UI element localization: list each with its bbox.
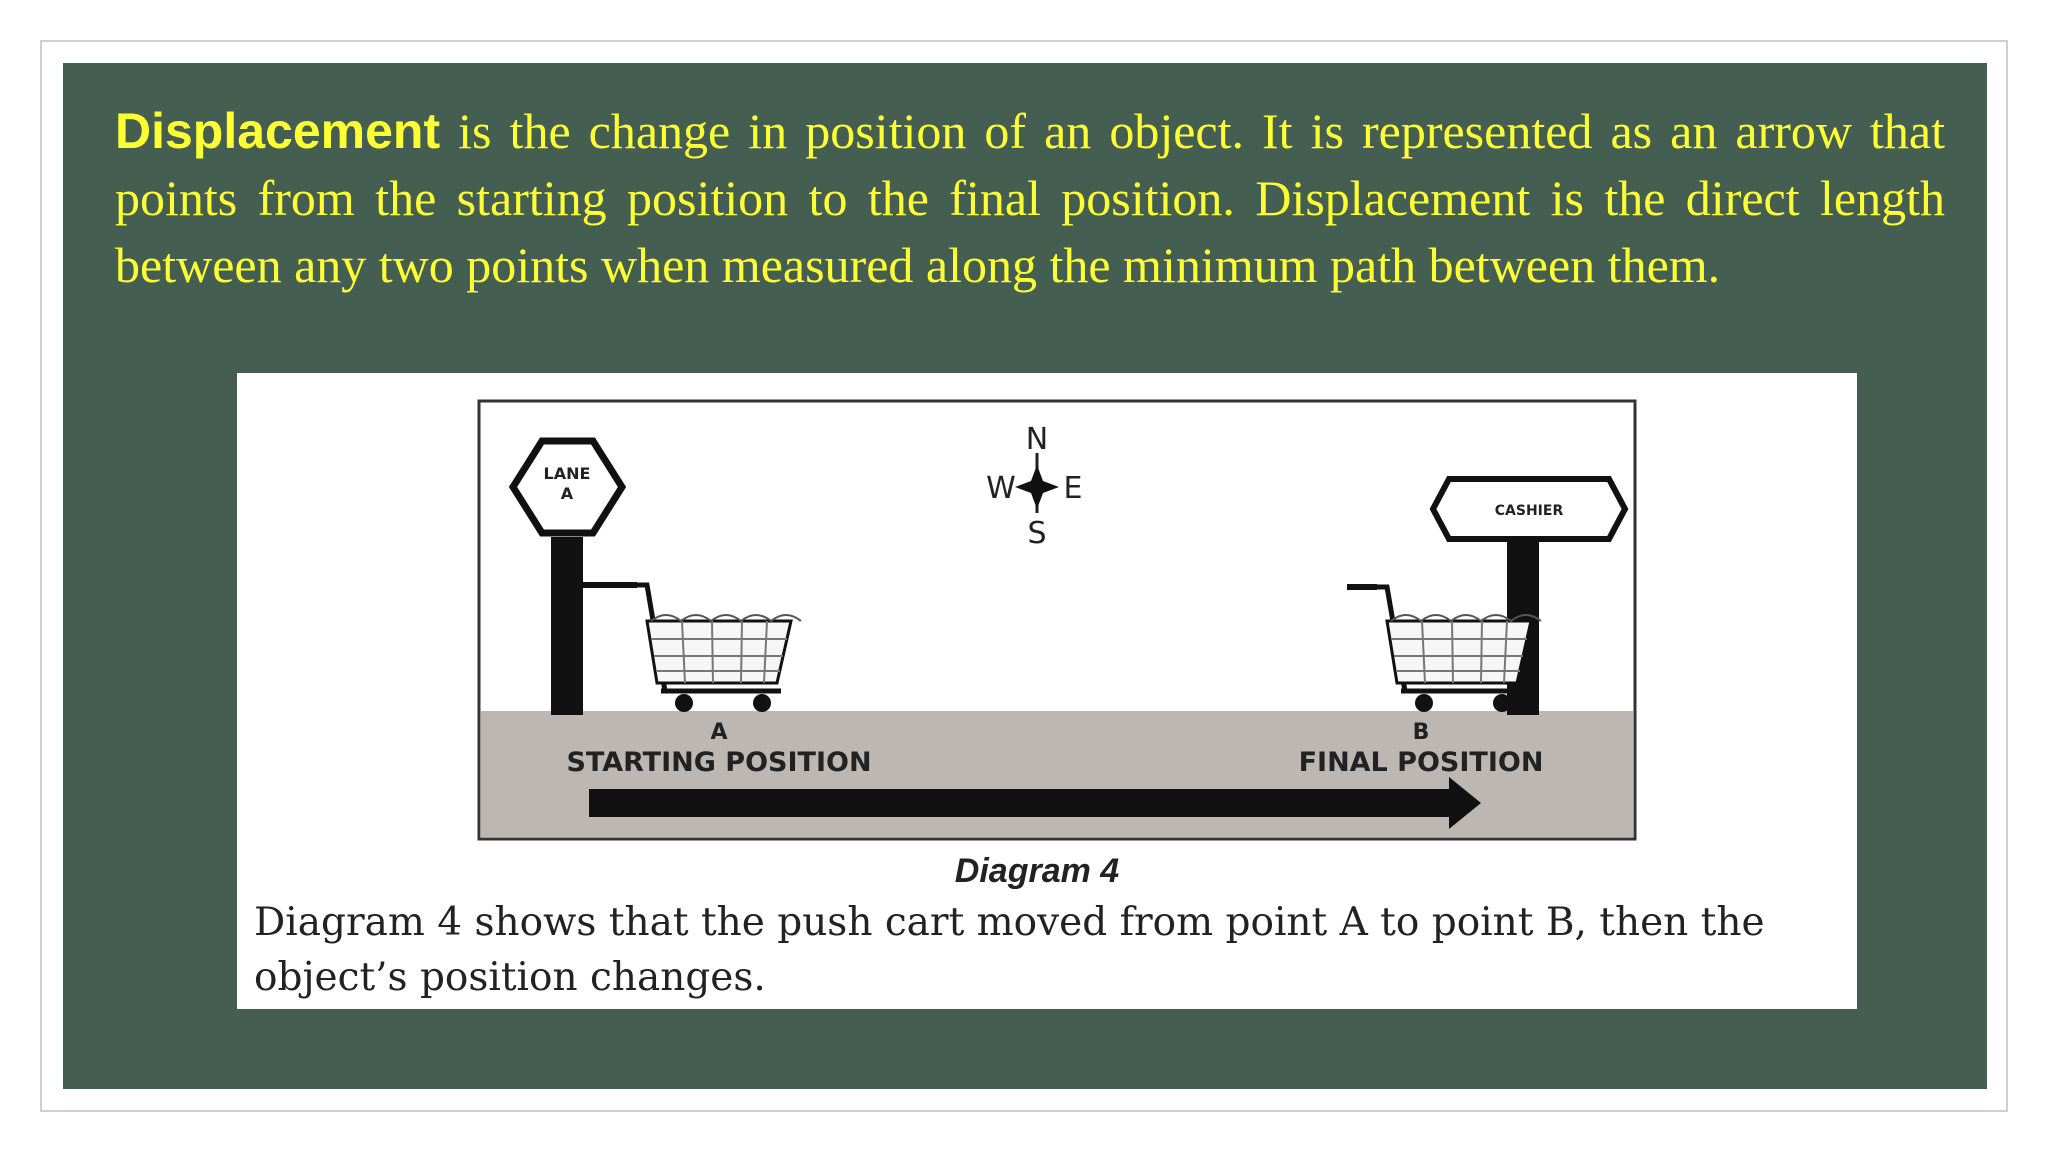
starting-position-label: STARTING POSITION (566, 747, 871, 778)
lane-a-sign: LANE A (508, 437, 637, 715)
compass-w: W (986, 471, 1016, 506)
point-b-label: B (1413, 720, 1430, 745)
point-a-label: A (710, 720, 727, 745)
diagram-caption: Diagram 4 shows that the push cart moved… (254, 900, 1765, 1000)
cart-a (637, 582, 802, 712)
displacement-arrow (589, 777, 1481, 829)
lane-sign-line2: A (561, 484, 574, 503)
definition-paragraph: Displacement is the change in position o… (115, 98, 1945, 299)
definition-text: is the change in position of an object. … (115, 103, 1945, 293)
cashier-sign-label: CASHIER (1495, 503, 1564, 519)
cart-b (1347, 584, 1542, 712)
compass-n: N (1026, 422, 1048, 457)
displacement-figure: LANE A (237, 373, 1857, 1009)
final-position-label: FINAL POSITION (1299, 747, 1544, 778)
definition-term: Displacement (115, 103, 441, 159)
compass-s: S (1027, 516, 1046, 551)
diagram-title: Diagram 4 (955, 852, 1119, 890)
compass-rose: N W E S (986, 422, 1082, 551)
slide: Displacement is the change in position o… (63, 63, 1987, 1089)
lane-sign-line1: LANE (544, 464, 591, 483)
cashier-sign: CASHIER (1429, 476, 1629, 715)
displacement-diagram: LANE A (477, 399, 1637, 890)
compass-e: E (1064, 471, 1083, 506)
